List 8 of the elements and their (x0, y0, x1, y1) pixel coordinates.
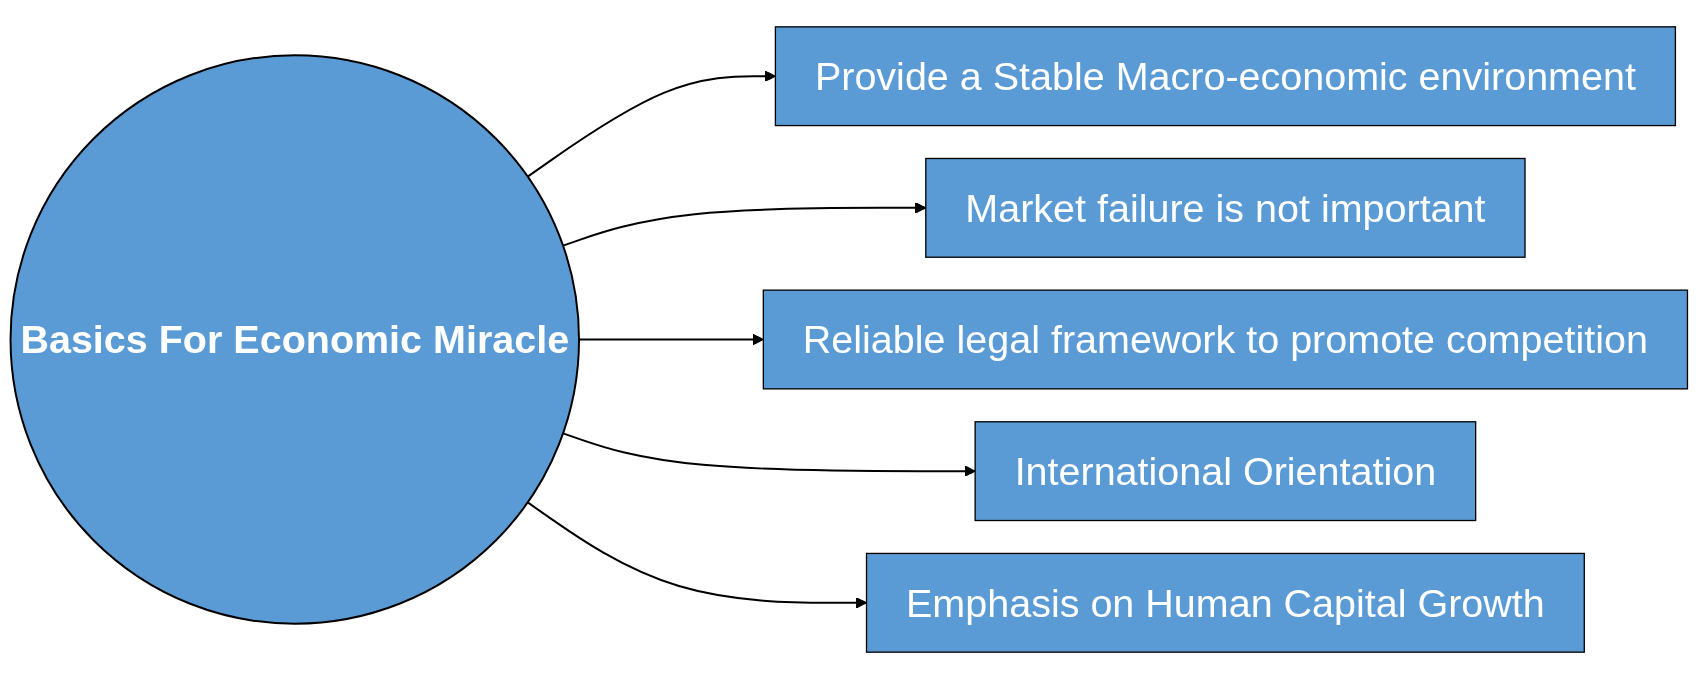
node-box: Reliable legal framework to promote competition (762, 289, 1689, 390)
node-box: Market failure is not important (925, 157, 1526, 258)
node-box: Emphasis on Human Capital Growth (865, 552, 1585, 653)
arrow (562, 432, 976, 477)
node-circle: Basics For Economic Miracle (9, 54, 580, 625)
node-box: International Orientation (974, 421, 1477, 522)
arrow (526, 70, 776, 178)
node-box: Provide a Stable Macro-economic environment (774, 26, 1677, 127)
